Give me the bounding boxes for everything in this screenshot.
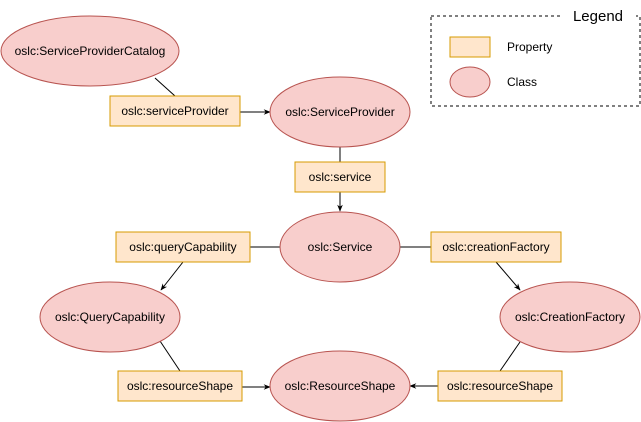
property-label: oslc:service — [309, 170, 372, 184]
edge-creationfactory-to-shape-property — [499, 341, 521, 372]
property-node-resource-shape-right: oslc:resourceShape — [437, 370, 563, 402]
property-label: oslc:creationFactory — [442, 240, 549, 254]
class-node-service: oslc:Service — [279, 211, 401, 283]
class-label: oslc:Service — [308, 240, 373, 254]
class-node-query-capability: oslc:QueryCapability — [39, 281, 181, 353]
edge-querycap-to-shape-property — [159, 340, 181, 372]
edges — [154, 77, 521, 390]
property-label: oslc:resourceShape — [127, 379, 233, 393]
legend-class-label: Class — [507, 75, 537, 89]
class-label: oslc:CreationFactory — [515, 310, 625, 324]
class-label: oslc:ResourceShape — [285, 379, 396, 393]
legend: Legend Property Class — [430, 6, 641, 107]
property-node-creation-factory: oslc:creationFactory — [430, 231, 562, 263]
property-label: oslc:resourceShape — [447, 379, 553, 393]
property-label: oslc:queryCapability — [129, 240, 236, 254]
legend-property-swatch — [449, 36, 491, 58]
class-node-service-provider: oslc:ServiceProvider — [269, 76, 411, 148]
edge-property-to-querycapability — [160, 261, 184, 291]
class-node-resource-shape: oslc:ResourceShape — [269, 350, 411, 422]
property-node-service-provider: oslc:serviceProvider — [109, 95, 241, 127]
legend-title-bg — [560, 6, 636, 26]
edge-catalog-to-property — [154, 77, 176, 97]
legend-class-swatch — [449, 66, 491, 98]
legend-property-label: Property — [507, 40, 552, 54]
edge-property-to-creationfactory — [495, 261, 521, 291]
legend-box — [430, 15, 641, 107]
property-node-query-capability: oslc:queryCapability — [115, 231, 251, 263]
class-nodes: oslc:ServiceProviderCatalog oslc:Service… — [0, 15, 641, 422]
property-label: oslc:serviceProvider — [121, 104, 228, 118]
class-label: oslc:QueryCapability — [55, 310, 165, 324]
class-node-creation-factory: oslc:CreationFactory — [499, 281, 641, 353]
property-node-service: oslc:service — [294, 161, 386, 193]
class-label: oslc:ServiceProviderCatalog — [15, 44, 166, 58]
class-node-service-provider-catalog: oslc:ServiceProviderCatalog — [0, 15, 180, 87]
property-node-resource-shape-left: oslc:resourceShape — [117, 370, 243, 402]
legend-title: Legend — [573, 8, 623, 25]
class-label: oslc:ServiceProvider — [285, 105, 394, 119]
property-nodes: oslc:serviceProvider oslc:service oslc:q… — [109, 95, 563, 402]
